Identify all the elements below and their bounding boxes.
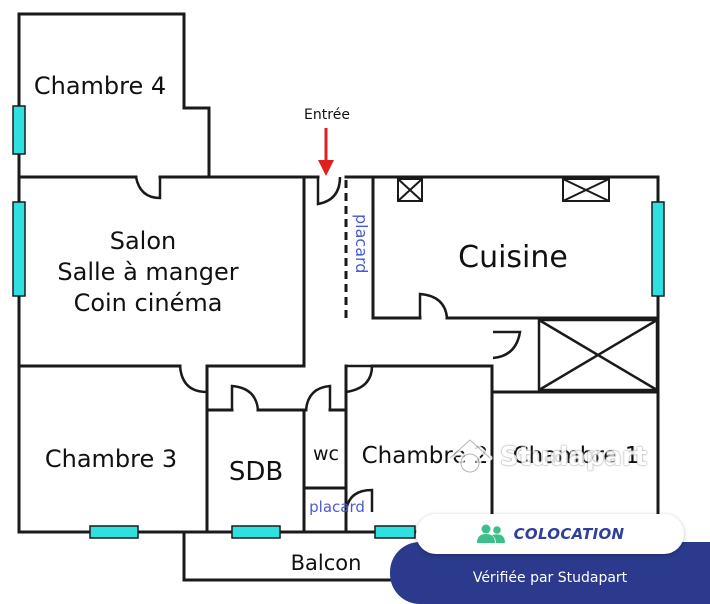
- room-label-sdb: SDB: [229, 457, 283, 487]
- watermark-text: Studapart: [500, 442, 648, 472]
- room-label-balcon: Balcon: [291, 551, 362, 575]
- room-label-cuisine: Cuisine: [458, 240, 568, 275]
- house-icon: [447, 437, 493, 475]
- placard-label-small: placard: [309, 498, 365, 516]
- room-label-chambre3: Chambre 3: [45, 445, 177, 473]
- door-swings: [134, 176, 522, 513]
- placard-label-vertical: placard: [352, 214, 371, 273]
- colocation-label: COLOCATION: [513, 525, 625, 543]
- room-label-coin-cinema: Coin cinéma: [74, 289, 223, 317]
- room-label-wc: wc: [313, 443, 339, 465]
- users-icon: [476, 524, 505, 543]
- room-label-chambre1: Chambre 1: [513, 443, 640, 469]
- vents: [397, 178, 610, 202]
- walls: [17, 12, 660, 582]
- room-label-salon: Salon: [110, 227, 177, 255]
- entrance-arrow-icon: [318, 128, 334, 176]
- studapart-watermark: Studapart: [446, 436, 647, 478]
- room-label-chambre4: Chambre 4: [34, 72, 166, 100]
- shaft: [537, 318, 659, 392]
- windows: [12, 105, 665, 539]
- room-label-salle-a-manger: Salle à manger: [57, 258, 238, 286]
- entree-label: Entrée: [304, 107, 350, 123]
- verified-text: Vérifiée par Studapart: [472, 570, 628, 586]
- colocation-pill: COLOCATION: [416, 514, 684, 554]
